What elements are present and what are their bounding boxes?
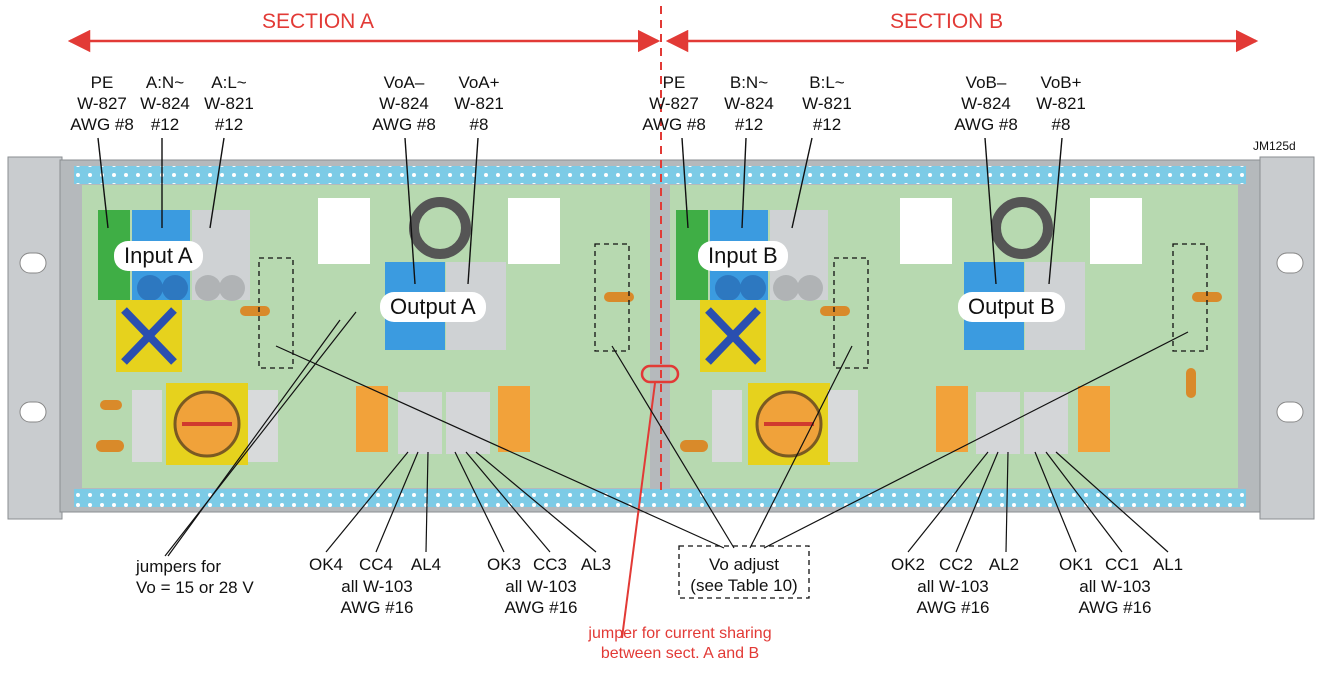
label-vo-plus-a: VoA+ W-821 #8 bbox=[454, 73, 504, 134]
label-al2: AL2 bbox=[988, 555, 1020, 574]
label-vo-minus-a: VoA– W-824 AWG #8 bbox=[372, 73, 436, 134]
note-current-sharing-jumper: jumper for current sharing between sect.… bbox=[588, 625, 772, 662]
chassis-right-ear bbox=[1259, 156, 1315, 520]
label-line-a: A:L~ W-821 #12 bbox=[204, 73, 254, 134]
label-al4: AL4 bbox=[410, 555, 442, 574]
section-b-components bbox=[676, 197, 1222, 465]
jumper-box-a2 bbox=[594, 243, 630, 352]
label-group-2: all W-103 AWG #16 bbox=[916, 577, 990, 617]
label-cc4: CC4 bbox=[358, 555, 393, 574]
sharing-jumper-marker bbox=[640, 364, 680, 384]
label-ok1: OK1 bbox=[1058, 555, 1094, 574]
label-group-1: all W-103 AWG #16 bbox=[1078, 577, 1152, 617]
jumper-box-b2 bbox=[1172, 243, 1208, 352]
section-b-title: SECTION B bbox=[890, 10, 1004, 33]
label-pe-b: PE W-827 AWG #8 bbox=[642, 73, 706, 134]
board-label-input-b: Input B bbox=[698, 241, 788, 271]
label-cc1: CC1 bbox=[1104, 555, 1139, 574]
bottom-leaders bbox=[164, 311, 1189, 557]
label-group-4: all W-103 AWG #16 bbox=[340, 577, 414, 617]
label-al1: AL1 bbox=[1152, 555, 1184, 574]
label-line-b: B:L~ W-821 #12 bbox=[802, 73, 852, 134]
label-vo-minus-b: VoB– W-824 AWG #8 bbox=[954, 73, 1018, 134]
board-label-output-a: Output A bbox=[380, 292, 486, 322]
label-vo-adjust: Vo adjust (see Table 10) bbox=[690, 555, 798, 595]
label-pe-a: PE W-827 AWG #8 bbox=[70, 73, 134, 134]
label-ok3: OK3 bbox=[486, 555, 522, 574]
label-neutral-a: A:N~ W-824 #12 bbox=[140, 73, 190, 134]
chassis-left-ear bbox=[7, 156, 63, 520]
label-jumpers: jumpers for Vo = 15 or 28 V bbox=[136, 557, 254, 597]
section-a-title: SECTION A bbox=[262, 10, 375, 33]
label-neutral-b: B:N~ W-824 #12 bbox=[724, 73, 774, 134]
label-ok2: OK2 bbox=[890, 555, 926, 574]
label-cc3: CC3 bbox=[532, 555, 567, 574]
label-ok4: OK4 bbox=[308, 555, 344, 574]
drawing-id: JM125d bbox=[1253, 139, 1296, 153]
label-cc2: CC2 bbox=[938, 555, 973, 574]
label-group-3: all W-103 AWG #16 bbox=[504, 577, 578, 617]
vo-adjust-box bbox=[678, 545, 810, 599]
label-vo-plus-b: VoB+ W-821 #8 bbox=[1036, 73, 1086, 134]
top-leaders bbox=[97, 137, 1063, 285]
label-al3: AL3 bbox=[580, 555, 612, 574]
board-label-input-a: Input A bbox=[114, 241, 203, 271]
bottom-rail bbox=[74, 489, 1246, 507]
board-label-output-b: Output B bbox=[958, 292, 1065, 322]
